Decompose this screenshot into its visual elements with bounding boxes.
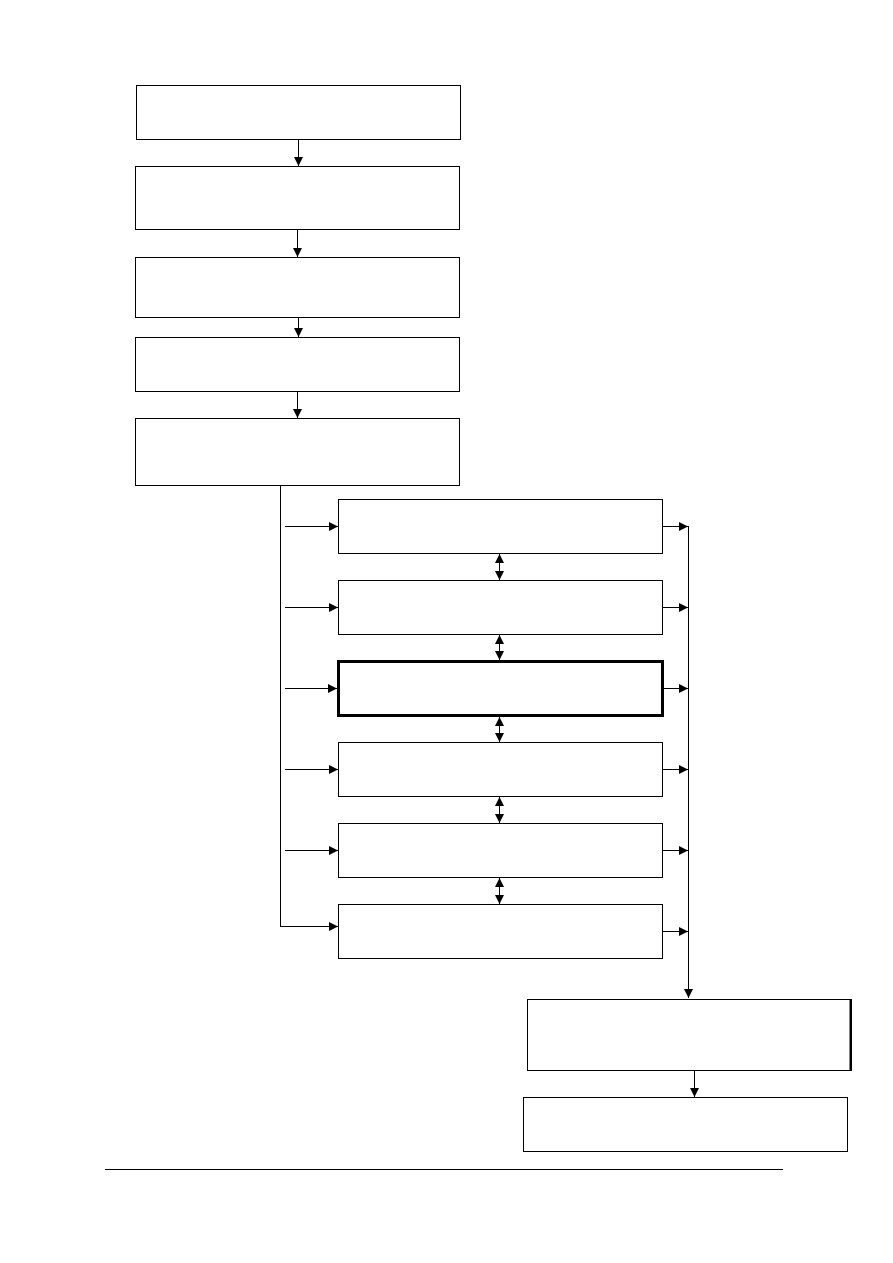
step-2-node xyxy=(135,166,460,230)
step-1-node xyxy=(136,85,461,140)
branch-5-node xyxy=(338,823,663,878)
branch-1-node xyxy=(338,499,663,554)
step-3-node xyxy=(135,257,460,318)
branch-6-node xyxy=(338,904,663,959)
result-1-node xyxy=(527,999,852,1071)
step-5-node xyxy=(135,418,460,486)
branch-3-node xyxy=(337,660,664,717)
result-2-node xyxy=(523,1097,848,1152)
step-4-node xyxy=(135,337,460,392)
branch-4-node xyxy=(338,742,663,797)
branch-2-node xyxy=(338,580,663,635)
